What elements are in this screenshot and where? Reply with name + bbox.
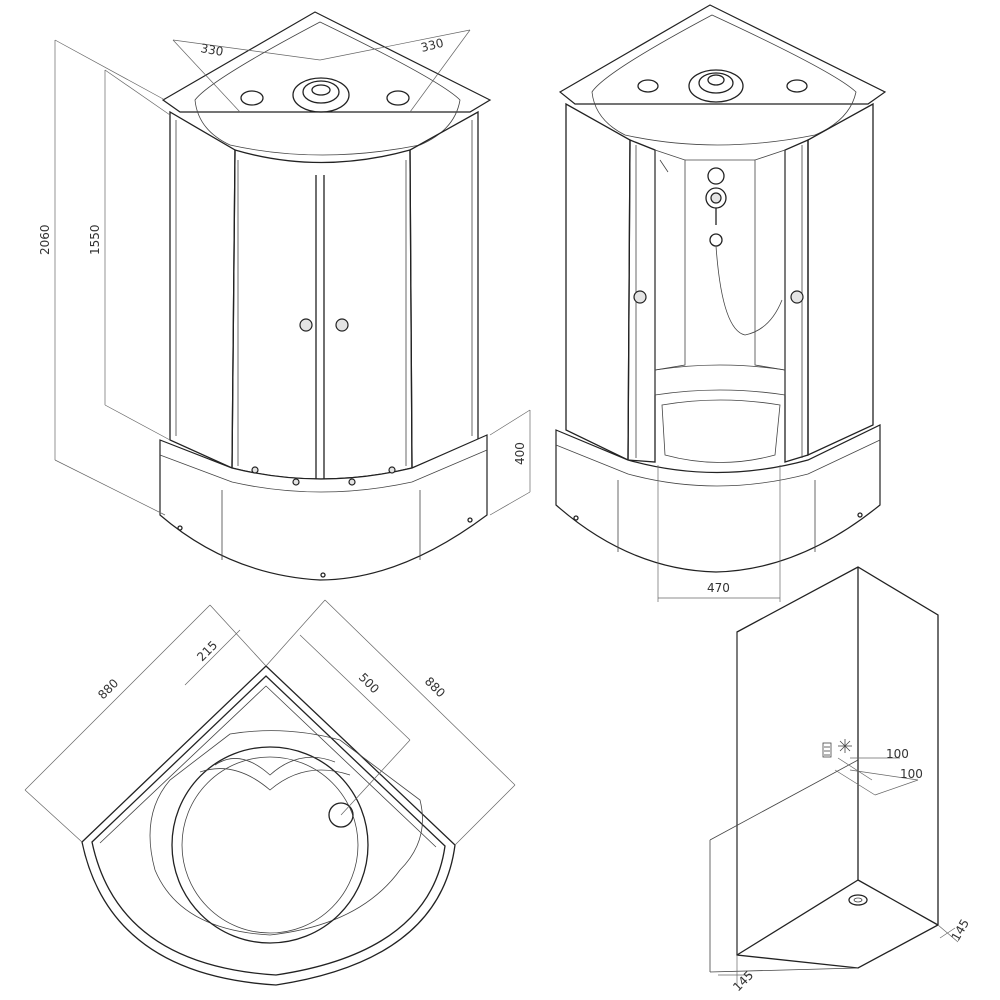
view-plan: 880 880 215 500 [24, 599, 516, 986]
view-front-closed: 330 330 2060 1550 400 [38, 11, 531, 581]
view-front-open: 470 [555, 4, 887, 602]
dim-door-opening: 470 [707, 581, 730, 595]
dim-door-height: 1550 [88, 224, 102, 255]
dim-top-left: 330 [199, 41, 224, 59]
dim-side-left: 880 [95, 676, 121, 702]
hot-water-icon [822, 742, 832, 758]
dim-total-height: 2060 [38, 224, 52, 255]
view-install: 100 100 145 145 [709, 566, 972, 994]
dim-side-right: 880 [422, 674, 448, 700]
dim-offset: 215 [194, 638, 220, 664]
cold-water-icon [838, 739, 852, 753]
dim-floor-left: 145 [730, 968, 756, 994]
dim-supply-2: 100 [900, 767, 923, 781]
dim-floor-right: 145 [948, 917, 972, 944]
dim-tray-height: 400 [513, 442, 527, 465]
dim-supply-1: 100 [886, 747, 909, 761]
dim-top-right: 330 [419, 36, 445, 55]
